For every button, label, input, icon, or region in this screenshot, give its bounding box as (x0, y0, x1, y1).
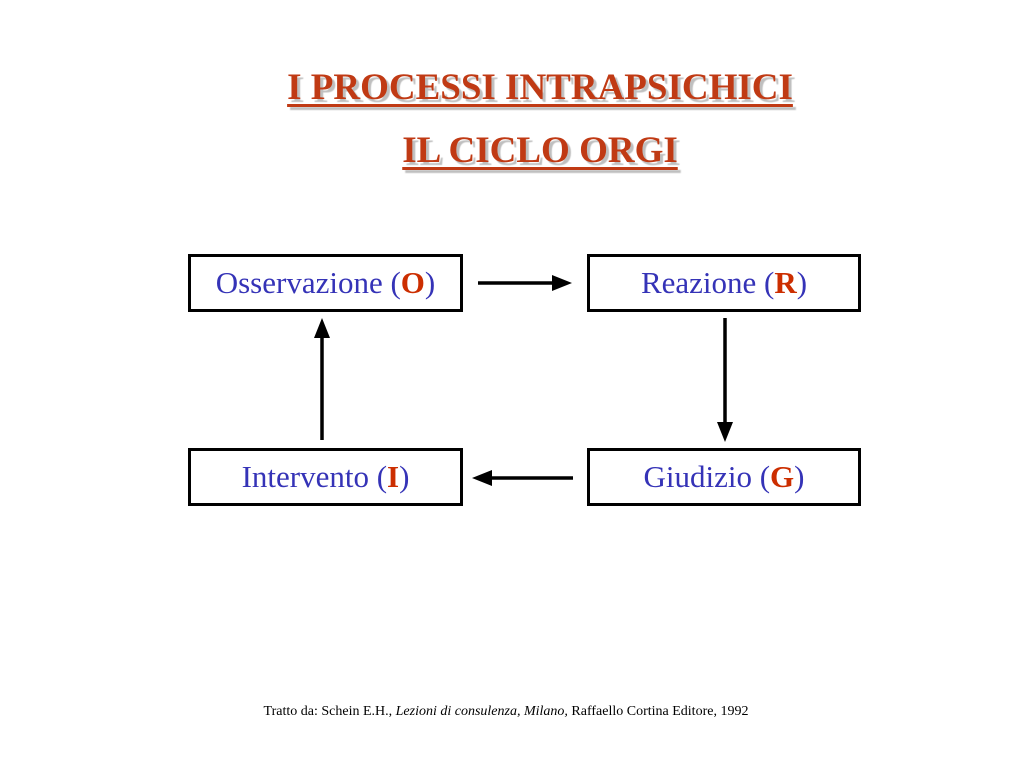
node-label: Giudizio ( (643, 459, 771, 494)
node-letter: I (387, 459, 400, 494)
footer-citation: Tratto da: Schein E.H., Lezioni di consu… (0, 704, 1018, 720)
node-giudizio: Giudizio (G) (587, 448, 861, 506)
citation-suffix: Raffaello Cortina Editore, 1992 (567, 704, 749, 719)
node-label-suffix: ) (424, 265, 436, 300)
node-label-suffix: ) (399, 459, 410, 494)
node-letter: O (400, 265, 425, 300)
page-title-line-2: IL CICLO ORGI (402, 130, 678, 171)
node-letter: G (770, 459, 795, 494)
citation-work-title: Lezioni di consulenza, Milano, (395, 704, 568, 719)
node-intervento: Intervento (I) (188, 448, 463, 506)
node-label: Osservazione ( (215, 265, 401, 300)
node-label-suffix: ) (794, 459, 805, 494)
arrow-intervento-to-osservazione-icon (314, 318, 330, 440)
arrow-reazione-to-giudizio-icon (717, 318, 733, 442)
citation-prefix: Tratto da: Schein E.H., (263, 704, 396, 719)
node-label: Reazione ( (640, 265, 775, 300)
node-label: Intervento ( (241, 459, 388, 494)
node-reazione: Reazione (R) (587, 254, 861, 312)
node-letter: R (774, 265, 797, 300)
arrow-giudizio-to-intervento-icon (472, 470, 573, 486)
page-title-line-1: I PROCESSI INTRAPSICHICI (287, 67, 793, 108)
node-label-suffix: ) (796, 265, 808, 300)
arrow-osservazione-to-reazione-icon (478, 275, 572, 291)
node-osservazione: Osservazione (O) (188, 254, 463, 312)
